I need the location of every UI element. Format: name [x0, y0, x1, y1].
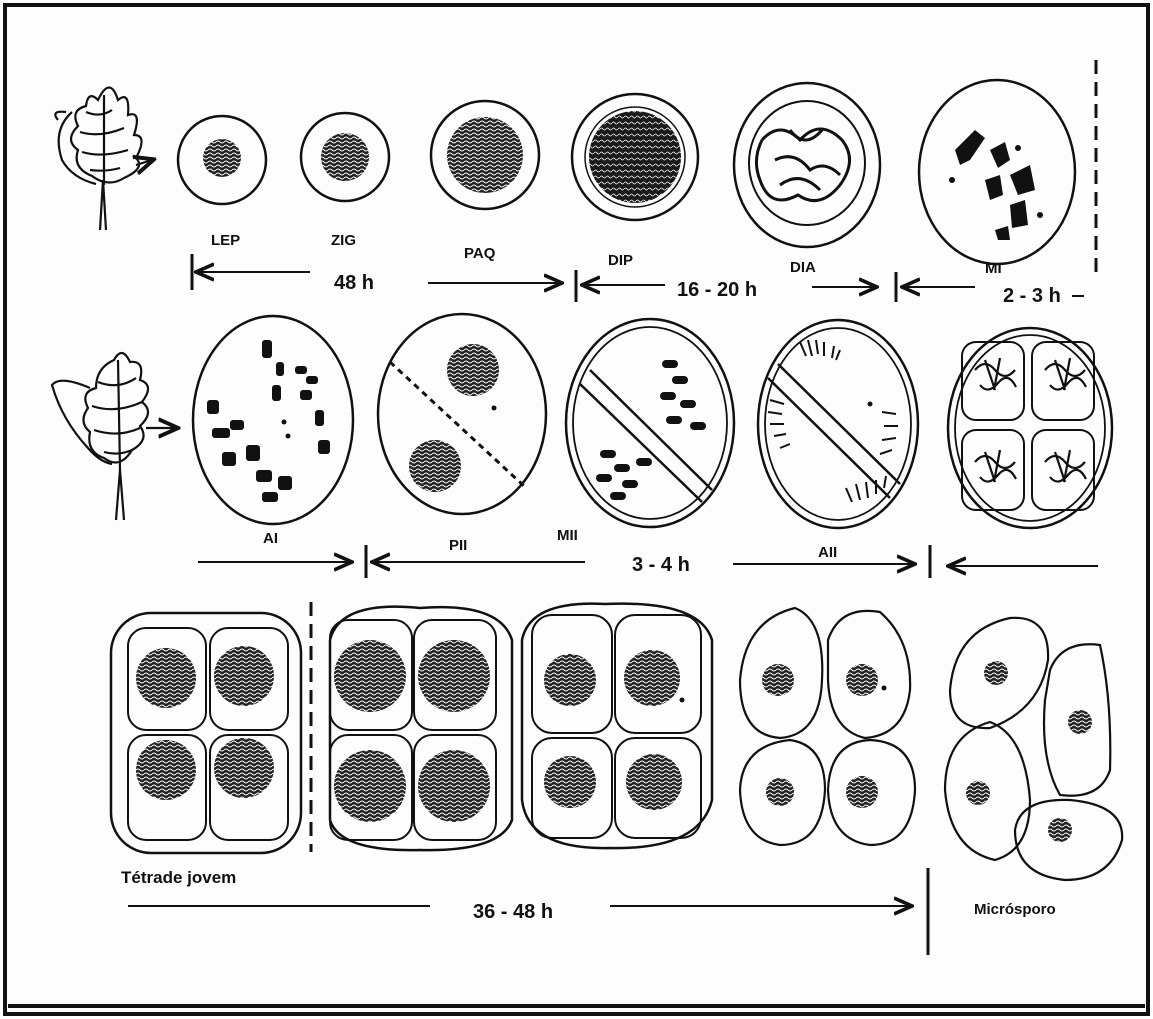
cell-tetrad-row2: [948, 328, 1112, 528]
cell-mi: [919, 80, 1075, 264]
time-row2: 3 - 4 h: [632, 554, 690, 576]
cell-paq: [431, 101, 539, 209]
cell-microspores: [945, 618, 1122, 880]
cell-young-tetrad-1: [111, 613, 301, 853]
label-aii: AII: [818, 544, 837, 561]
label-dia: DIA: [790, 259, 816, 276]
label-mi: MI: [985, 260, 1002, 277]
cell-young-tetrad-2: [330, 607, 512, 850]
bottom-border: [8, 1004, 1145, 1008]
time-row3: 36 - 48 h: [473, 901, 553, 923]
anther-illustration-2: [52, 353, 176, 520]
time-row1-b: 16 - 20 h: [677, 279, 757, 301]
label-dip: DIP: [608, 252, 633, 269]
time-row1-c: 2 - 3 h: [1003, 285, 1061, 307]
cell-ai: [193, 316, 353, 524]
label-zig: ZIG: [331, 232, 356, 249]
cell-tetrad-3: [522, 604, 712, 848]
label-paq: PAQ: [464, 245, 496, 262]
anther-illustration: [55, 88, 152, 231]
timeline-row1: [192, 254, 1084, 302]
cell-pii: [378, 314, 546, 514]
cell-dip: [572, 94, 698, 220]
time-row1-a: 48 h: [334, 272, 374, 294]
label-lep: LEP: [211, 232, 240, 249]
cell-separating-tetrad: [740, 608, 915, 845]
label-pii: PII: [449, 537, 467, 554]
label-young-tetrad: Tétrade jovem: [121, 868, 236, 887]
cell-mii: [566, 319, 734, 527]
label-ai: AI: [263, 530, 278, 547]
cell-zig: [301, 113, 389, 201]
label-mii: MII: [557, 527, 578, 544]
cell-aii: [758, 320, 918, 528]
cell-dia: [734, 83, 880, 247]
cell-lep: [178, 116, 266, 204]
label-microspore: Micrósporo: [974, 901, 1056, 918]
